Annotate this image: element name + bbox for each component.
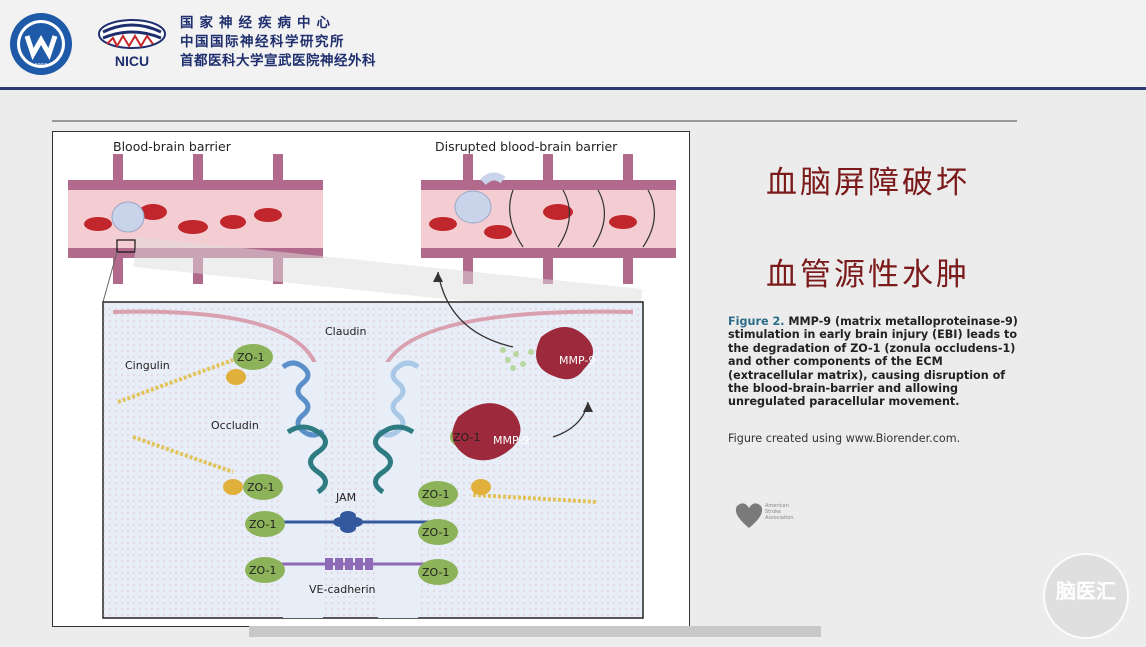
tight-junction-inset <box>102 271 644 619</box>
aha-heart-icon <box>735 503 763 528</box>
title-bbb-disruption: 血脑屏障破坏 <box>766 165 970 201</box>
figure-number: Figure 2. <box>728 315 785 328</box>
university-logo: 1958 <box>10 13 72 75</box>
bbb-figure: Blood-brain barrier Disrupted blood-brai… <box>52 131 690 627</box>
zo1-label: ZO-1 <box>247 481 275 494</box>
claudin-label: Claudin <box>325 325 367 338</box>
bbb-illustration <box>68 154 676 619</box>
watermark-logo: 脑医汇 <box>1043 553 1129 639</box>
zo1-label: ZO-1 <box>422 488 450 501</box>
org-name-line1: 国家神经疾病中心 <box>180 15 336 31</box>
zo1-label: ZO-1 <box>422 566 450 579</box>
occludin-label: Occludin <box>211 419 259 432</box>
slide-footer-bar <box>249 626 821 637</box>
svg-text:NICU: NICU <box>115 53 149 69</box>
zo1-label: ZO-1 <box>249 518 277 531</box>
org-name-line2: 中国国际神经科学研究所 <box>180 34 345 50</box>
cingulin-label: Cingulin <box>125 359 170 372</box>
figure-credit: Figure created using www.Biorender.com. <box>728 432 961 445</box>
zo1-label: ZO-1 <box>453 431 481 444</box>
zo1-label: ZO-1 <box>249 564 277 577</box>
ve-cadherin-label: VE-cadherin <box>309 583 376 596</box>
bbb-title: Blood-brain barrier <box>113 139 231 154</box>
svg-text:1958: 1958 <box>35 63 48 69</box>
jam-label: JAM <box>336 491 357 504</box>
org-name-line3: 首都医科大学宣武医院神经外科 <box>180 53 376 69</box>
zo1-label: ZO-1 <box>422 526 450 539</box>
header: 1958 NICU 国家神经疾病中心 中国国际神经科学研究所 首都医科大学宣武医… <box>0 0 1146 88</box>
caption-text: MMP-9 (matrix metalloproteinase-9) stimu… <box>728 315 1018 409</box>
header-divider <box>0 87 1146 90</box>
disrupted-vessel <box>421 154 676 284</box>
mmp9-label: MMP-9 <box>493 434 530 447</box>
mmp9-label: MMP-9 <box>559 354 596 367</box>
zo1-label: ZO-1 <box>237 351 265 364</box>
aha-logo-text: American Stroke Association. <box>765 503 796 521</box>
nicu-logo: NICU <box>98 19 166 69</box>
disrupted-bbb-title: Disrupted blood-brain barrier <box>435 139 618 154</box>
title-vasogenic-edema: 血管源性水肿 <box>766 257 970 293</box>
figure-caption: Figure 2. MMP-9 (matrix metalloproteinas… <box>728 315 1028 409</box>
slide-divider <box>52 120 1017 122</box>
